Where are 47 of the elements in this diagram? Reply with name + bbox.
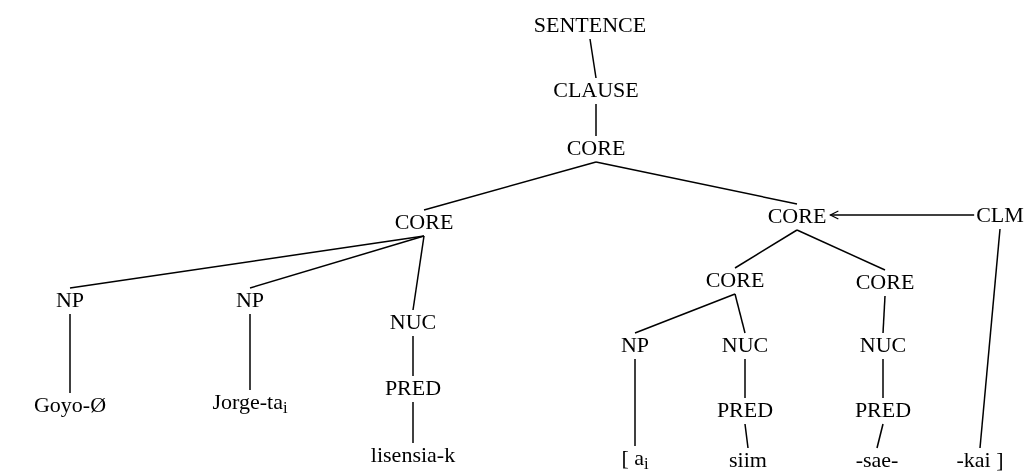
- tree-branch-line: [595, 103, 597, 137]
- tree-label: CORE: [394, 209, 454, 235]
- tree-branch-line: [634, 358, 636, 447]
- tree-branch-line: [249, 313, 251, 391]
- tree-branch-line: [412, 335, 414, 377]
- tree-label: NUC: [389, 309, 437, 335]
- tree-label: PRED: [384, 375, 442, 401]
- tree-branch-line: [249, 235, 425, 289]
- tree-branch-line: [734, 293, 746, 334]
- tree-label: CORE: [705, 267, 765, 293]
- tree-branch-line: [589, 38, 597, 79]
- tree-label: SENTENCE: [533, 12, 647, 38]
- tree-label: NP: [620, 332, 650, 358]
- tree-branch-line: [69, 235, 425, 289]
- tree-label: CORE: [767, 203, 827, 229]
- tree-branch-line: [634, 293, 736, 334]
- tree-branch-line: [734, 229, 798, 269]
- tree-branch-line: [744, 423, 749, 449]
- tree-label: NUC: [859, 332, 907, 358]
- tree-label: NUC: [721, 332, 769, 358]
- tree-label: NP: [235, 287, 265, 313]
- tree-branch-line: [876, 423, 884, 449]
- tree-branch-line: [979, 228, 1001, 449]
- tree-label: PRED: [854, 397, 912, 423]
- tree-label: -kai ]: [956, 447, 1004, 473]
- tree-label: lisensia-k: [370, 442, 456, 468]
- tree-branch-line: [796, 229, 886, 271]
- tree-branch-line: [412, 401, 414, 444]
- tree-branch-line: [882, 295, 886, 334]
- tree-label: -sae-: [855, 447, 899, 473]
- tree-label: CORE: [566, 135, 626, 161]
- tree-label: [ a$_{i}$: [621, 445, 649, 471]
- tree-label: siim: [729, 447, 767, 473]
- tree-label: CLM: [976, 202, 1024, 228]
- arrow: [829, 210, 975, 220]
- tree-label: NP: [55, 287, 85, 313]
- tree-branch-line: [595, 161, 798, 205]
- tree-label: PRED: [716, 397, 774, 423]
- tree-branch-line: [423, 161, 597, 211]
- tree-label: CLAUSE: [553, 77, 639, 103]
- tree-branch-line: [744, 358, 746, 399]
- tree-branch-line: [412, 235, 425, 311]
- tree-label: Goyo-Ø: [33, 392, 107, 418]
- tree-label: Jorge-ta$_{i}$: [212, 389, 288, 415]
- tree-branch-line: [882, 358, 884, 399]
- tree-label: CORE: [855, 269, 915, 295]
- tree-branch-line: [69, 313, 71, 394]
